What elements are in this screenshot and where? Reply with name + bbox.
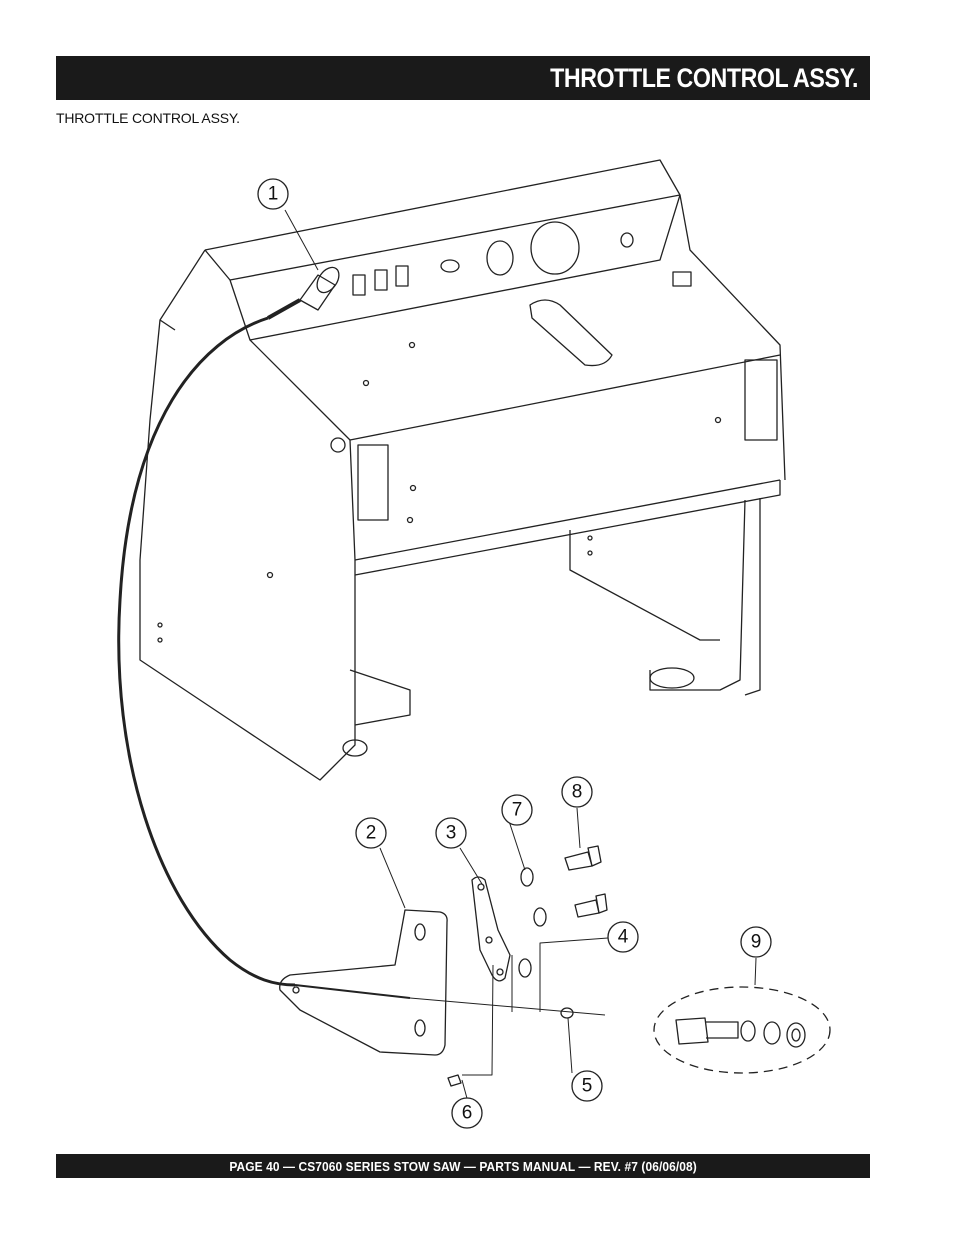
callout-4: 4 [607, 921, 639, 953]
throttle-lever [471, 876, 511, 982]
svg-text:8: 8 [572, 782, 583, 803]
callout-1: 1 [257, 178, 289, 210]
page-footer: PAGE 40 — CS7060 SERIES STOW SAW — PARTS… [229, 1158, 697, 1174]
svg-text:5: 5 [582, 1076, 593, 1097]
throttle-cable [117, 266, 606, 1016]
page-title: THROTTLE CONTROL ASSY. [550, 62, 858, 93]
svg-text:1: 1 [268, 184, 279, 205]
svg-text:2: 2 [366, 823, 377, 844]
figure-caption: THROTTLE CONTROL ASSY. [56, 110, 240, 126]
hardware-washers-bolts [447, 845, 608, 1087]
svg-text:3: 3 [446, 823, 457, 844]
page-footer-bar: PAGE 40 — CS7060 SERIES STOW SAW — PARTS… [56, 1154, 870, 1178]
svg-text:4: 4 [618, 927, 629, 948]
callout-2: 2 [355, 817, 387, 849]
callout-8: 8 [561, 776, 593, 808]
svg-text:7: 7 [512, 800, 523, 821]
page-title-bar: THROTTLE CONTROL ASSY. [56, 56, 870, 100]
callout-5: 5 [571, 1070, 603, 1102]
svg-text:9: 9 [751, 932, 762, 953]
callout-6: 6 [451, 1097, 483, 1129]
callout-7: 7 [501, 794, 533, 826]
callout-3: 3 [435, 817, 467, 849]
callout-9: 9 [740, 926, 772, 958]
frame-assembly [139, 159, 786, 781]
cable-end-hardware [653, 986, 831, 1074]
svg-text:6: 6 [462, 1103, 473, 1124]
callouts: 1 2 3 4 5 6 7 8 [257, 178, 772, 1129]
cable-bracket [279, 909, 448, 1056]
